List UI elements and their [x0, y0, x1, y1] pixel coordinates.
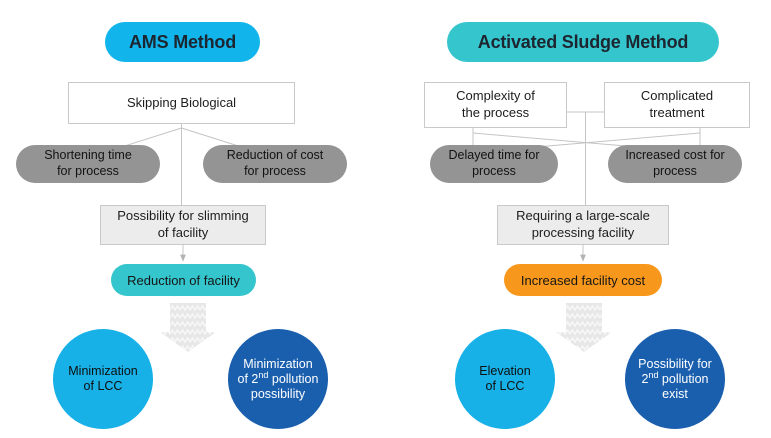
- circle-text: Possibility for 2nd pollution exist: [632, 357, 718, 402]
- line-1: Possibility for slimming: [117, 208, 249, 224]
- line-1: Increased cost for: [625, 148, 725, 163]
- capsule-delayed-time: Delayed time for process: [430, 145, 558, 183]
- line-2: process: [472, 164, 516, 178]
- title-pill-activated-sludge: Activated Sludge Method: [447, 22, 719, 62]
- box-possibility-slimming: Possibility for slimming of facility: [100, 205, 266, 245]
- pill-increased-facility-cost: Increased facility cost: [504, 264, 662, 296]
- line-1: Elevation: [479, 364, 531, 378]
- line-1: Delayed time for: [448, 148, 540, 163]
- box-requiring-large-scale-facility: Requiring a large-scale processing facil…: [497, 205, 669, 245]
- circle-text: Elevation of LCC: [473, 364, 536, 394]
- capsule-increased-cost: Increased cost for process: [608, 145, 742, 183]
- title-pill-ams: AMS Method: [105, 22, 260, 62]
- line-2: treatment: [649, 105, 705, 120]
- box-text: Possibility for slimming of facility: [117, 208, 248, 241]
- line-2: process: [653, 164, 697, 178]
- box-text: Complexity of the process: [456, 88, 535, 121]
- circle-minimization-2nd-pollution: Minimization of 2nd pollution possibilit…: [228, 329, 328, 429]
- line-1: Minimization: [68, 364, 138, 378]
- superscript-nd: nd: [648, 369, 659, 380]
- line-2: of LCC: [485, 379, 525, 393]
- line-1: Possibility for: [638, 356, 712, 371]
- line-2: for process: [57, 164, 119, 178]
- line-1: Complicated: [640, 88, 714, 104]
- line-1: Minimization: [243, 356, 313, 371]
- line-1: Requiring a large-scale: [516, 208, 650, 224]
- capsule-text: Reduction of cost for process: [227, 148, 324, 179]
- pill-reduction-of-facility: Reduction of facility: [111, 264, 256, 296]
- superscript-nd: nd: [258, 369, 269, 380]
- line-2: of LCC: [83, 379, 123, 393]
- circle-text: Minimization of 2nd pollution possibilit…: [232, 357, 325, 402]
- block-arrow-left: [160, 303, 216, 352]
- line-2: of facility: [157, 225, 209, 240]
- circle-text: Minimization of LCC: [62, 364, 143, 394]
- line-2: processing facility: [531, 225, 635, 240]
- box-complexity-of-process: Complexity of the process: [424, 82, 567, 128]
- capsule-reduction-of-cost: Reduction of cost for process: [203, 145, 347, 183]
- line-2: the process: [461, 105, 530, 120]
- box-skipping-biological: Skipping Biological: [68, 82, 295, 124]
- line-1: Complexity of: [456, 88, 535, 104]
- line-2-pre: of 2: [237, 371, 259, 386]
- circle-elevation-of-lcc: Elevation of LCC: [455, 329, 555, 429]
- line-2: for process: [244, 164, 306, 178]
- capsule-text: Increased cost for process: [625, 148, 724, 179]
- box-complicated-treatment: Complicated treatment: [604, 82, 750, 128]
- box-text: Requiring a large-scale processing facil…: [516, 208, 650, 241]
- line-2-pre: 2: [641, 371, 649, 386]
- line-1: Shortening time: [44, 148, 132, 163]
- line-2-post: pollution: [658, 371, 709, 386]
- line-3: exist: [662, 386, 688, 401]
- line-3: possibility: [250, 386, 306, 401]
- line-1: Reduction of cost: [226, 148, 324, 163]
- capsule-shortening-time: Shortening time for process: [16, 145, 160, 183]
- circle-possibility-2nd-pollution: Possibility for 2nd pollution exist: [625, 329, 725, 429]
- line-2-post: pollution: [268, 371, 319, 386]
- capsule-text: Shortening time for process: [44, 148, 132, 179]
- block-arrow-right: [556, 303, 612, 352]
- circle-minimization-of-lcc: Minimization of LCC: [53, 329, 153, 429]
- capsule-text: Delayed time for process: [448, 148, 539, 179]
- box-text: Complicated treatment: [641, 88, 713, 121]
